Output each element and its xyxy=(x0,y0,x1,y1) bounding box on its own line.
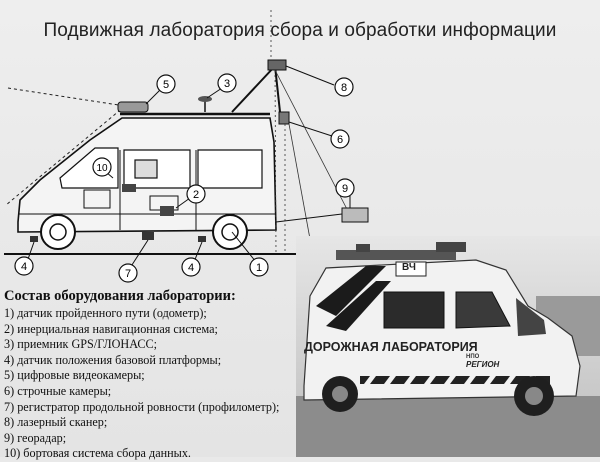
van-photo: ВЧ ДОРОЖНАЯ ЛАБОРАТОРИЯ НПО РЕГИОН xyxy=(296,236,600,457)
legend-item: 7) регистратор продольной ровности (проф… xyxy=(4,399,280,414)
svg-text:9: 9 xyxy=(342,183,348,195)
legend-list: 1) датчик пройденного пути (одометр); 2)… xyxy=(4,306,296,462)
svg-text:10: 10 xyxy=(96,163,108,174)
svg-text:7: 7 xyxy=(125,268,131,280)
callout-7: 7 xyxy=(118,263,138,283)
callout-6: 6 xyxy=(330,129,350,149)
legend-item: 5) цифровые видеокамеры; xyxy=(4,368,145,383)
callout-4-front: 4 xyxy=(14,256,34,276)
svg-text:4: 4 xyxy=(21,261,27,273)
callout-10: 10 xyxy=(92,157,112,177)
callout-3: 3 xyxy=(217,73,237,93)
callout-8: 8 xyxy=(334,77,354,97)
legend-item: 8) лазерный сканер; xyxy=(4,415,108,430)
callout-4-rear: 4 xyxy=(181,257,201,277)
svg-text:3: 3 xyxy=(224,78,230,90)
svg-text:1: 1 xyxy=(256,262,262,274)
svg-text:8: 8 xyxy=(341,82,347,94)
page-title: Подвижная лаборатория сбора и обработки … xyxy=(43,20,557,41)
van-side-label: ДОРОЖНАЯ ЛАБОРАТОРИЯ xyxy=(304,340,478,354)
legend-item: 9) георадар; xyxy=(4,430,67,445)
callout-9: 9 xyxy=(335,178,355,198)
van-logo-mark: ВЧ xyxy=(402,262,416,273)
legend-item: 4) датчик положения базовой платформы; xyxy=(4,352,222,367)
legend-item: 3) приемник GPS/ГЛОНАСС; xyxy=(4,337,158,352)
van-brand-small: НПО xyxy=(466,354,480,360)
legend-item: 1) датчик пройденного пути (одометр); xyxy=(4,306,207,320)
callout-5: 5 xyxy=(156,74,176,94)
van-brand: РЕГИОН xyxy=(466,360,500,369)
van-photo-illustration xyxy=(296,236,600,457)
callout-2: 2 xyxy=(186,184,206,204)
svg-text:6: 6 xyxy=(337,134,343,146)
equipment-legend: Состав оборудования лаборатории: 1) датч… xyxy=(4,288,296,462)
legend-heading: Состав оборудования лаборатории: xyxy=(4,288,236,304)
legend-item: 10) бортовая система сбора данных. xyxy=(4,446,191,461)
legend-item: 2) инерциальная навигационная система; xyxy=(4,321,218,336)
legend-item: 6) строчные камеры; xyxy=(4,383,112,398)
van-diagram: 5 3 8 6 9 10 2 4 xyxy=(4,10,369,283)
svg-text:2: 2 xyxy=(193,189,199,201)
svg-text:4: 4 xyxy=(188,262,194,274)
callout-1: 1 xyxy=(249,257,269,277)
svg-text:5: 5 xyxy=(163,79,169,91)
